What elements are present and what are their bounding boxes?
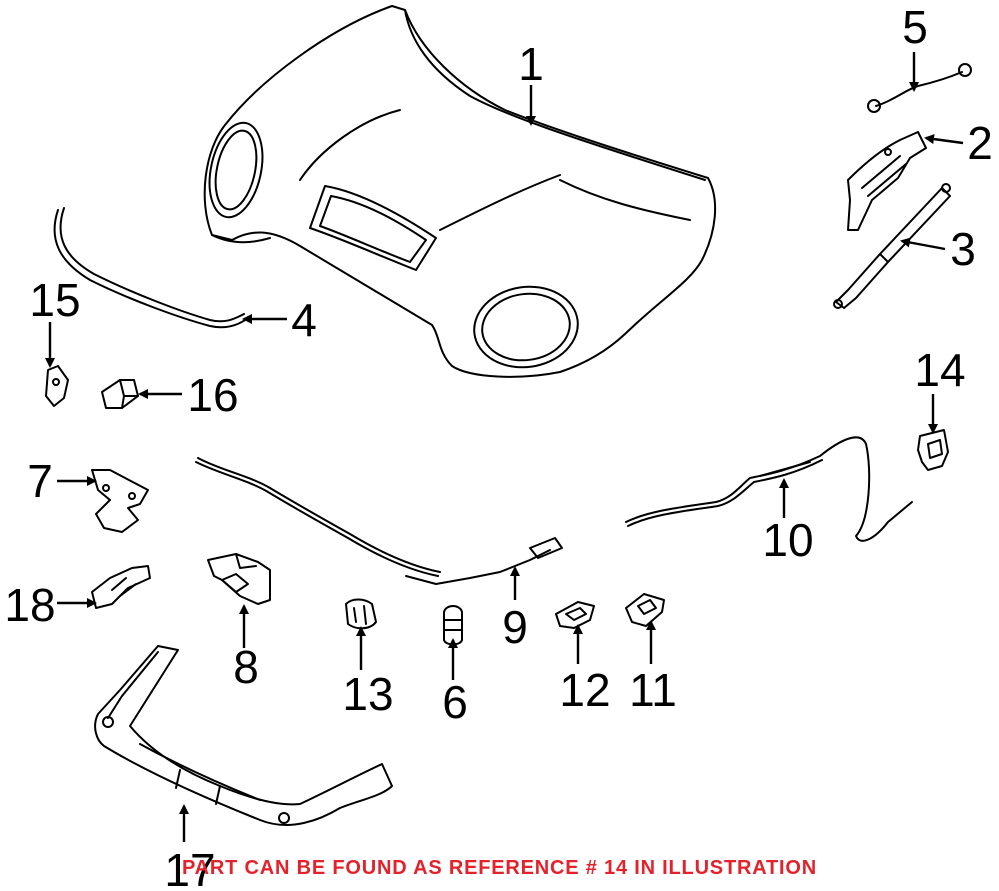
callout-5: 5: [902, 1, 928, 53]
callout-7: 7: [27, 455, 53, 507]
latch-bracket-part[interactable]: [91, 469, 149, 533]
hood-part[interactable]: [202, 5, 717, 378]
callout-12: 12: [559, 664, 610, 716]
hood-lock-part[interactable]: [207, 553, 271, 605]
hood-hinge-part[interactable]: [847, 131, 927, 231]
release-cable-10-part[interactable]: [625, 436, 913, 542]
clip-11-part[interactable]: [625, 593, 665, 627]
hood-seal-part[interactable]: [53, 207, 249, 329]
bumper-16-part[interactable]: [101, 379, 139, 409]
leader-arrows: [45, 52, 964, 842]
callout-3: 3: [950, 223, 976, 275]
ground-cable-part[interactable]: [867, 63, 972, 113]
clip-15-part[interactable]: [45, 365, 69, 407]
clip-18-part[interactable]: [91, 565, 151, 609]
callout-14: 14: [914, 344, 965, 396]
release-cable-9-part[interactable]: [195, 457, 563, 585]
grommet-13-part[interactable]: [345, 598, 377, 630]
callout-17: 17: [164, 844, 215, 891]
callout-15: 15: [29, 274, 80, 326]
callout-8: 8: [233, 641, 259, 693]
callout-labels: 1 2 3 4 5 6 7 8 9 10 11 12 13 14 15 16 1…: [4, 1, 992, 891]
callout-1: 1: [518, 38, 544, 90]
callout-6: 6: [442, 676, 468, 728]
callout-10: 10: [762, 514, 813, 566]
callout-2: 2: [967, 117, 993, 169]
callout-13: 13: [342, 668, 393, 720]
callout-9: 9: [502, 601, 528, 653]
hood-strut-part[interactable]: [833, 183, 951, 309]
clip-12-part[interactable]: [555, 601, 595, 629]
release-handle-14-part[interactable]: [917, 429, 949, 471]
callout-4: 4: [291, 294, 317, 346]
bump-stop-6-part[interactable]: [443, 605, 463, 646]
callout-16: 16: [187, 369, 238, 421]
callout-18: 18: [4, 579, 55, 631]
front-carrier-17-part[interactable]: [94, 645, 393, 826]
callout-11: 11: [629, 664, 677, 716]
reference-note: PART CAN BE FOUND AS REFERENCE # 14 IN I…: [182, 857, 817, 879]
